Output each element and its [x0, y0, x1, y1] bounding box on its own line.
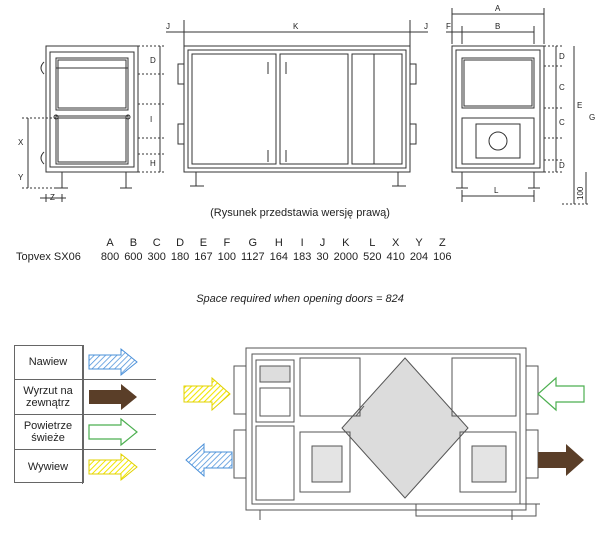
dim-label-x: X — [18, 138, 24, 147]
legend-label: Nawiew — [14, 345, 83, 379]
dim-value: 600 — [124, 251, 143, 263]
dim-label-e: E — [577, 101, 582, 110]
dim-header: C — [152, 237, 161, 249]
dim-header: X — [391, 237, 400, 249]
dim-header: L — [369, 237, 376, 249]
dim-header: A — [106, 237, 114, 249]
dim-label-c-bottom: C — [559, 118, 565, 127]
dim-header: G — [248, 237, 258, 249]
dim-label-k: K — [293, 22, 299, 31]
model-name: Topvex SX06 — [16, 251, 81, 263]
hatched-yellow-arrow-icon — [83, 450, 156, 484]
legend-item-wyrzut: Wyrzut na zewnątrz — [14, 380, 156, 415]
dim-label-d-left: D — [150, 56, 156, 65]
dimension-header-row: A B C D E F G H I J K L X Y Z — [16, 236, 457, 250]
dim-value: 1127 — [240, 251, 265, 263]
outline-green-arrow-icon — [83, 415, 156, 449]
dim-label-z: Z — [50, 193, 55, 202]
dimension-drawing: J K J X Y Z D I H A B F D C C D E G L 10… — [18, 4, 595, 205]
solid-brown-arrow-icon — [83, 380, 156, 414]
dim-header: H — [274, 237, 283, 249]
dim-value: 410 — [386, 251, 405, 263]
dim-label-j-right: J — [424, 22, 428, 31]
dim-value: 2000 — [333, 251, 359, 263]
legend-label: Wywiew — [14, 450, 83, 484]
fan-right — [459, 431, 517, 493]
airflow-legend: Nawiew Wyrzut na zewnątrz Powietrze świe… — [14, 345, 156, 484]
dim-value: 520 — [363, 251, 382, 263]
dim-label-floor: 100 — [576, 186, 585, 200]
dim-label-b: B — [495, 22, 500, 31]
dim-header: K — [342, 237, 350, 249]
dim-label-a: A — [495, 4, 501, 13]
dim-label-y: Y — [18, 173, 24, 182]
legend-label: Wyrzut na zewnątrz — [14, 380, 83, 414]
legend-item-powietrze: Powietrze świeże — [14, 415, 156, 450]
drawing-caption: (Rysunek przedstawia wersję prawą) — [210, 207, 390, 219]
dim-header: Y — [415, 237, 423, 249]
exhaust-brown-arrow-icon — [538, 444, 584, 476]
legend-item-wywiew: Wywiew — [14, 450, 156, 484]
front-view — [166, 20, 428, 187]
fresh-air-green-arrow-icon — [537, 376, 585, 412]
dim-label-g: G — [589, 113, 595, 122]
legend-item-nawiew: Nawiew — [14, 345, 156, 380]
dim-header: B — [129, 237, 138, 249]
side-view-left — [22, 45, 164, 202]
dim-label-d-bottom: D — [559, 161, 565, 170]
legend-label: Powietrze świeże — [14, 415, 83, 449]
door-space-note: Space required when opening doors = 824 — [196, 293, 404, 305]
table-row: Topvex SX06 800 600 300 180 167 100 1127… — [16, 250, 457, 264]
dim-header: Z — [438, 237, 446, 249]
dim-value: 204 — [409, 251, 429, 263]
dim-header: F — [223, 237, 231, 249]
control-panel — [255, 359, 295, 423]
dimension-header-blank — [16, 236, 101, 250]
dim-label-c-top: C — [559, 83, 565, 92]
dim-value: 183 — [293, 251, 312, 263]
hatched-blue-arrow-icon — [83, 345, 156, 379]
dim-value: 800 — [100, 251, 120, 263]
dim-label-d-top: D — [559, 52, 565, 61]
unit-casing — [245, 347, 527, 511]
dim-header: E — [199, 237, 208, 249]
dim-value: 30 — [316, 251, 329, 263]
side-view-right — [446, 8, 590, 205]
dim-header: I — [300, 237, 304, 249]
dim-value: 164 — [269, 251, 288, 263]
dim-header: D — [176, 237, 185, 249]
dimension-table: A B C D E F G H I J K L X Y Z Topvex SX0… — [0, 236, 600, 268]
dim-label-l: L — [494, 186, 499, 195]
supply-air-yellow-arrow-icon — [183, 376, 231, 412]
dim-label-f: F — [446, 22, 451, 31]
heat-exchanger — [341, 357, 469, 499]
dim-value: 180 — [170, 251, 190, 263]
dim-value: 300 — [147, 251, 166, 263]
dim-header: J — [319, 237, 326, 249]
dim-value: 167 — [194, 251, 213, 263]
dim-value: 100 — [217, 251, 236, 263]
fan-left — [299, 431, 351, 493]
dim-label-i: I — [150, 115, 152, 124]
dim-label-j-left: J — [166, 22, 170, 31]
exhaust-blue-arrow-icon — [185, 442, 233, 478]
dim-value: 106 — [433, 251, 452, 263]
dim-label-h: H — [150, 159, 156, 168]
